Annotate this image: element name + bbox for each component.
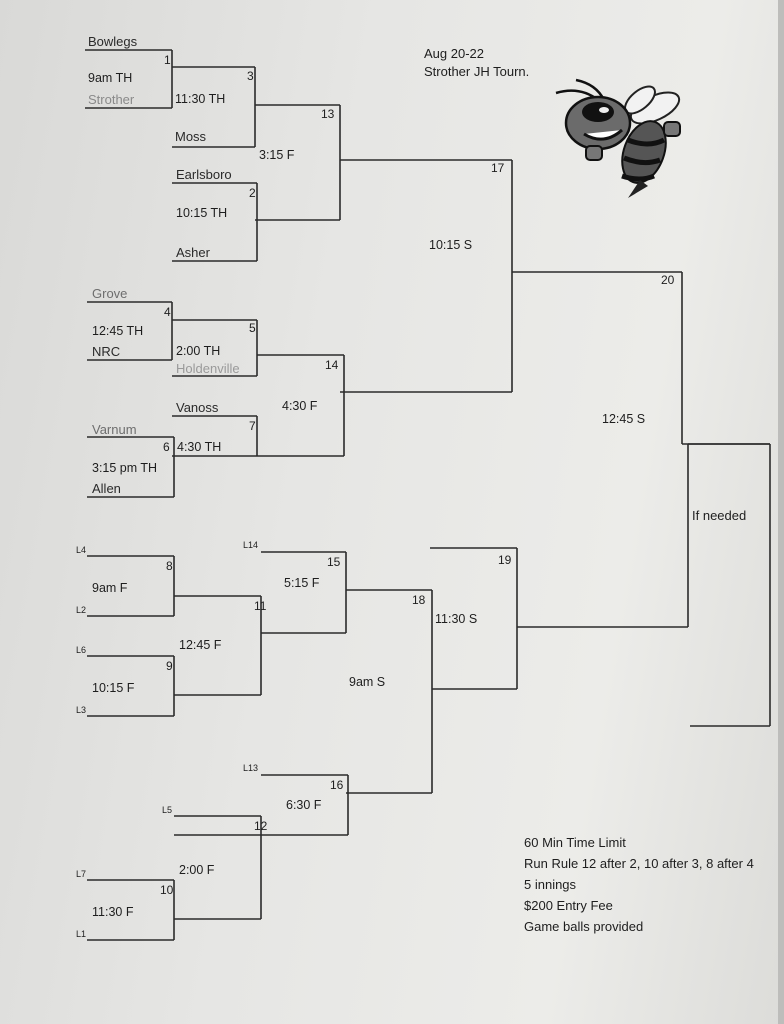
game-number-5: 5 [249, 321, 256, 335]
game-time-15: 5:15 F [284, 576, 320, 590]
game-number-6: 6 [163, 440, 170, 454]
loser-slot-l2: L2 [76, 605, 86, 615]
team-varnum: Varnum [92, 422, 137, 437]
loser-slot-l3: L3 [76, 705, 86, 715]
game-number-4: 4 [164, 305, 171, 319]
rule-line: Game balls provided [524, 919, 643, 934]
game-time-14: 4:30 F [282, 399, 318, 413]
game-number-2: 2 [249, 186, 256, 200]
header-title: Strother JH Tourn. [424, 64, 529, 79]
loser-slot-l6: L6 [76, 645, 86, 655]
game-time-18: 9am S [349, 675, 385, 689]
loser-slot-l14: L14 [243, 540, 258, 550]
game-number-1: 1 [164, 53, 171, 67]
game-number-11: 11 [254, 599, 267, 613]
rule-line: 5 innings [524, 877, 577, 892]
game-number-17: 17 [491, 161, 505, 175]
rule-line: Run Rule 12 after 2, 10 after 3, 8 after… [524, 856, 754, 871]
team-earlsboro: Earlsboro [176, 167, 232, 182]
team-allen: Allen [92, 481, 121, 496]
game-number-15: 15 [327, 555, 341, 569]
loser-slot-l13: L13 [243, 763, 258, 773]
game-time-11: 12:45 F [179, 638, 222, 652]
team-asher: Asher [176, 245, 211, 260]
game-number-16: 16 [330, 778, 344, 792]
game-number-7: 7 [249, 419, 256, 433]
loser-slot-l5: L5 [162, 805, 172, 815]
game-time-2: 10:15 TH [176, 206, 227, 220]
game-time-7: 4:30 TH [177, 440, 221, 454]
game-number-14: 14 [325, 358, 339, 372]
game-time-6: 3:15 pm TH [92, 461, 157, 475]
game-time-12: 2:00 F [179, 863, 215, 877]
game-time-16: 6:30 F [286, 798, 322, 812]
game-time-5: 2:00 TH [176, 344, 220, 358]
game-number-12: 12 [254, 819, 268, 833]
game-time-3: 11:30 TH [175, 92, 225, 106]
header-dates: Aug 20-22 [424, 46, 484, 61]
game-number-9: 9 [166, 659, 173, 673]
rule-line: 60 Min Time Limit [524, 835, 626, 850]
game-number-10: 10 [160, 883, 174, 897]
team-nrc: NRC [92, 344, 120, 359]
team-strother: Strother [88, 92, 135, 107]
game-number-18: 18 [412, 593, 426, 607]
loser-slot-l1: L1 [76, 929, 86, 939]
game-number-8: 8 [166, 559, 173, 573]
if-needed-label: If needed [692, 508, 746, 523]
game-time-20: 12:45 S [602, 412, 645, 426]
team-moss: Moss [175, 129, 207, 144]
game-time-13: 3:15 F [259, 148, 295, 162]
game-number-20: 20 [661, 273, 675, 287]
game-time-1: 9am TH [88, 71, 132, 85]
paper-edge [778, 0, 784, 1024]
game-time-4: 12:45 TH [92, 324, 143, 338]
game-number-13: 13 [321, 107, 335, 121]
rule-line: $200 Entry Fee [524, 898, 613, 913]
team-grove: Grove [92, 286, 127, 301]
game-time-9: 10:15 F [92, 681, 135, 695]
loser-slot-l7: L7 [76, 869, 86, 879]
loser-slot-l4: L4 [76, 545, 86, 555]
game-time-10: 11:30 F [92, 905, 134, 919]
game-time-8: 9am F [92, 581, 128, 595]
game-number-19: 19 [498, 553, 512, 567]
team-bowlegs: Bowlegs [88, 34, 138, 49]
game-number-3: 3 [247, 69, 254, 83]
team-holdenville: Holdenville [176, 361, 240, 376]
game-time-17: 10:15 S [429, 238, 472, 252]
game-time-19: 11:30 S [435, 612, 477, 626]
team-vanoss: Vanoss [176, 400, 219, 415]
hornet-mascot-icon [555, 78, 681, 198]
